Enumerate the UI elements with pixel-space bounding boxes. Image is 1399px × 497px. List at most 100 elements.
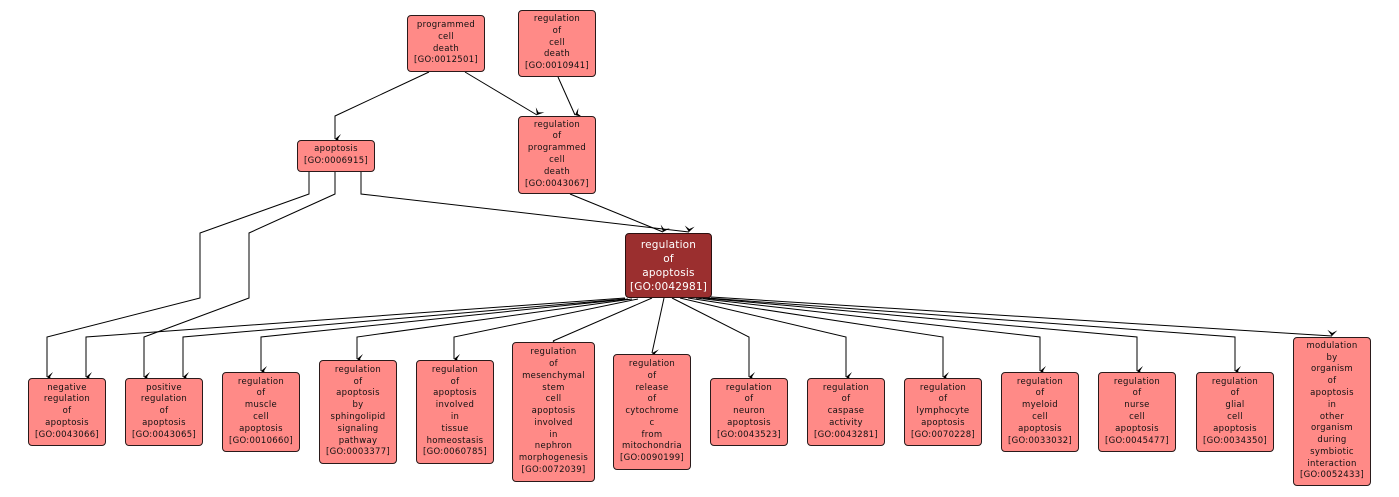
edge-GO0010941-to-GO0043067 (557, 76, 583, 118)
edge-GO0043067-to-GO0042981 (569, 193, 670, 233)
node-term-line: regulation (1211, 376, 1259, 387)
edge-GO0006915-to-GO0043065 (143, 172, 336, 382)
node-term-line: organism (1310, 423, 1353, 434)
node-term-line: homeostasis (426, 435, 484, 446)
node-go-id: [GO:0043065] (131, 429, 197, 440)
node-term-line: negative (47, 382, 87, 393)
node-term-line: cell (545, 394, 562, 405)
node-go-id: [GO:0043066] (34, 429, 100, 440)
node-term-line: regulation (725, 382, 773, 393)
node-term-line: death (543, 49, 571, 60)
node-term-line: programmed (527, 143, 587, 154)
node-go-id: [GO:0006915] (303, 156, 369, 166)
edge-GO0012501-to-GO0043067 (464, 71, 545, 116)
node-term-line: symbiotic (1310, 446, 1354, 457)
go-node-apoptosis[interactable]: apoptosis[GO:0006915] (297, 140, 375, 172)
node-go-id: [GO:0034350] (1202, 435, 1268, 446)
node-go-id: [GO:0042981] (629, 280, 708, 293)
node-go-id: [GO:0010660] (228, 435, 294, 446)
edge-GO0042981-to-GO0072039 (550, 297, 653, 349)
node-term-line: apoptosis (531, 406, 576, 417)
node-term-line: interaction (1307, 458, 1357, 469)
node-term-line: of (256, 388, 266, 399)
node-term-line: apoptosis (1213, 423, 1257, 434)
edge-GO0006915-to-GO0043066 (46, 172, 310, 382)
node-term-line: regulation (533, 14, 581, 24)
node-term-line: morphogenesis (518, 453, 589, 464)
node-term-line: of (353, 376, 363, 387)
node-term-line: by (1326, 352, 1338, 363)
node-term-line: apoptosis (642, 266, 695, 279)
node-term-line: apoptosis (142, 417, 186, 428)
node-term-line: mitochondria (622, 441, 682, 452)
node-term-line: regulation (334, 364, 382, 375)
node-term-line: cytochrome (625, 406, 679, 417)
node-term-line: regulation (919, 382, 967, 393)
node-term-line: regulation (1016, 376, 1064, 387)
node-term-line: cell (438, 31, 454, 42)
node-term-line: regulation (140, 394, 188, 405)
node-term-line: cell (253, 412, 269, 422)
node-term-line: in (450, 412, 460, 422)
node-term-line: c (649, 417, 655, 428)
node-term-line: signaling (337, 423, 379, 434)
node-term-line: by (352, 400, 364, 411)
edge-GO0042981-to-GO0052433 (710, 296, 1338, 337)
edge-GO0042981-to-GO0060785 (453, 298, 639, 364)
node-term-line: apoptosis (1115, 423, 1159, 434)
node-term-line: apoptosis (1310, 387, 1354, 398)
node-term-line: apoptosis (1018, 423, 1062, 434)
edge-GO0042981-to-GO0090199 (651, 297, 665, 360)
node-go-id: [GO:0052433] (1299, 470, 1365, 481)
node-term-line: pathway (338, 435, 378, 446)
node-term-line: of (1132, 388, 1142, 399)
edge-GO0042981-to-GO0070228 (687, 297, 949, 382)
node-term-line: modulation (1306, 340, 1358, 351)
node-term-line: tissue (441, 423, 469, 434)
node-term-line: of (552, 131, 562, 142)
node-go-id: [GO:0070228] (910, 429, 976, 440)
node-term-line: of (744, 394, 754, 405)
node-term-line: during (1317, 435, 1347, 446)
node-term-line: involved (534, 417, 573, 428)
node-term-line: death (543, 166, 571, 177)
node-term-line: of (552, 25, 562, 36)
node-term-line: organism (1310, 364, 1353, 375)
node-term-line: regulation (530, 347, 577, 358)
node-term-line: glial (1225, 400, 1245, 411)
node-term-line: in (1327, 399, 1337, 410)
node-term-line: apoptosis (239, 423, 283, 434)
node-go-id: [GO:0043523] (716, 429, 782, 440)
node-term-line: nurse (1124, 400, 1150, 411)
node-go-id: [GO:0012501] (413, 55, 479, 66)
node-term-line: cell (549, 37, 565, 48)
node-term-line: regulation (431, 364, 479, 375)
node-term-line: regulation (640, 238, 697, 251)
edge-GO0042981-to-GO0043065 (182, 298, 626, 382)
node-term-line: of (62, 406, 72, 417)
node-term-line: cell (1227, 412, 1243, 422)
node-term-line: in (549, 429, 558, 440)
node-go-id: [GO:0033032] (1007, 435, 1073, 446)
edge-GO0042981-to-GO0033032 (695, 297, 1046, 376)
edge-GO0042981-to-GO0043281 (679, 297, 852, 382)
